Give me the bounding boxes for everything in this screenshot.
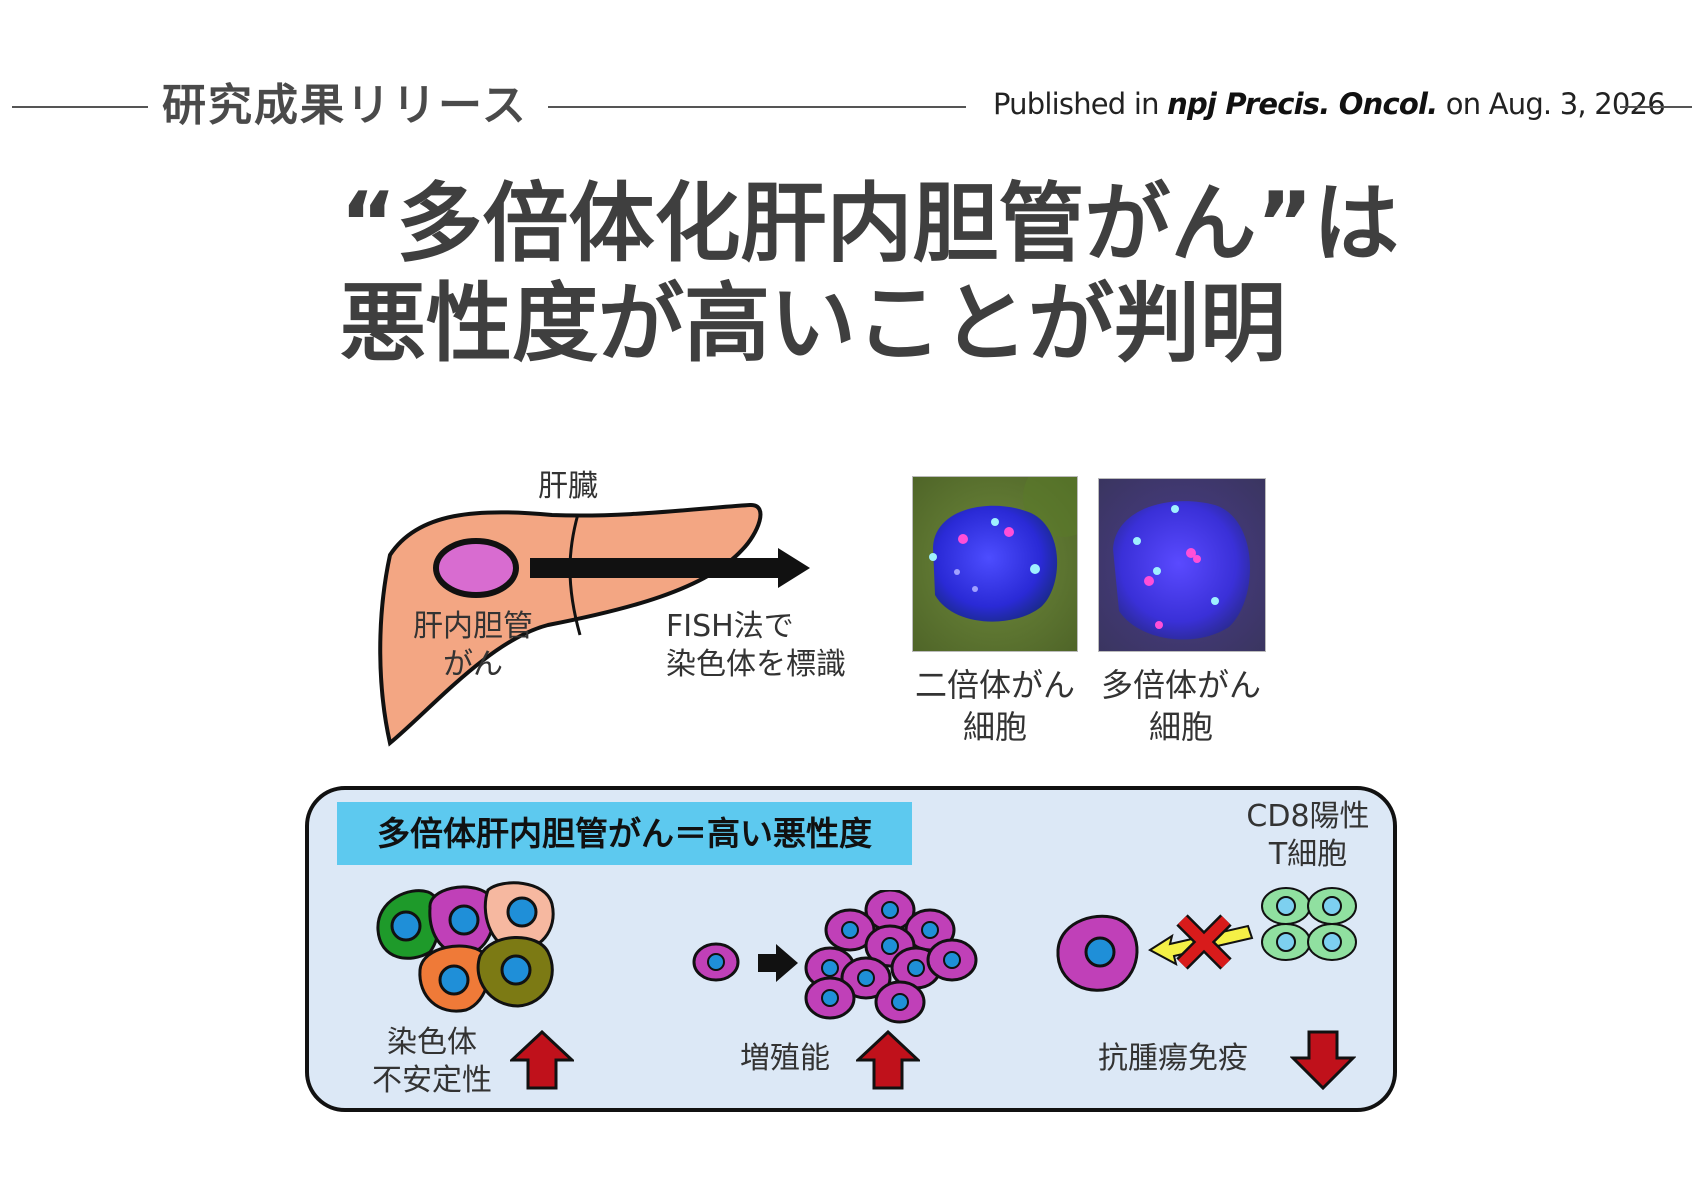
polyploid-caption-line-1: 多倍体がん [1100, 666, 1261, 704]
proliferation-arrow-head [776, 944, 798, 982]
diploid-caption-line-1: 二倍体がん [914, 666, 1075, 704]
chromosomal-instability-illustration [376, 881, 555, 1013]
fish-signal-green-d [1211, 597, 1219, 605]
fish-signal-green-c [1153, 567, 1161, 575]
tumor-label-line-2: がん [443, 647, 503, 682]
journal-name: npj Precis. Oncol. [1167, 87, 1438, 121]
polyploid-caption: 多倍体がん 細胞 [1082, 664, 1280, 748]
tcell-label-line-1: CD8陽性 [1246, 799, 1370, 834]
published-date: on Aug. 3, 2026 [1437, 87, 1666, 121]
publication-info: Published in npj Precis. Oncol. on Aug. … [993, 84, 1666, 124]
chromosomal-instability-label: 染色体 不安定性 [356, 1024, 508, 1100]
polyploid-cell-image [1098, 478, 1266, 652]
headline-line-1: “多倍体化肝内胆管がん”は [340, 174, 1400, 274]
down-arrow-icon [1290, 1030, 1356, 1090]
header-rule-left [12, 106, 148, 108]
method-label: FISH法で 染色体を標識 [666, 608, 846, 684]
published-prefix: Published in [993, 87, 1168, 121]
tcell-label-line-2: T細胞 [1268, 837, 1348, 872]
proliferation-label: 増殖能 [740, 1041, 830, 1076]
tumor-label: 肝内胆管 がん [398, 608, 548, 684]
liver-label: 肝臓 [538, 469, 598, 504]
polyploid-caption-line-2: 細胞 [1148, 708, 1213, 746]
fish-signal-green-a [1171, 505, 1179, 513]
fish-signal-red-a [1186, 548, 1196, 558]
arrow-shaft [530, 558, 780, 578]
arrow-head [778, 548, 810, 588]
block-cross-icon [1176, 914, 1232, 970]
section-label: 研究成果リリース [162, 80, 528, 131]
immunity-illustration [1056, 887, 1357, 992]
tumor-label-line-1: 肝内胆管 [413, 609, 533, 644]
tumor-shape [433, 538, 519, 598]
method-label-line-2: 染色体を標識 [666, 647, 846, 682]
fish-signal-green-3 [1030, 564, 1040, 574]
fish-signal-green-2 [929, 553, 937, 561]
fish-signal-red-c [1144, 576, 1154, 586]
summary-title: 多倍体肝内胆管がん＝高い悪性度 [337, 802, 912, 865]
fish-signal-red-1 [958, 534, 968, 544]
header-rule-right [1620, 106, 1692, 108]
tcell-label: CD8陽性 T細胞 [1228, 798, 1388, 874]
fish-signal-red-2 [1004, 527, 1014, 537]
fish-signal-green-b [1133, 537, 1141, 545]
antitumor-immunity-label: 抗腫瘍免疫 [1098, 1041, 1248, 1076]
chromosomal-instability-line-2: 不安定性 [372, 1063, 492, 1098]
fish-signal-green-1 [991, 518, 999, 526]
up-arrow-icon [856, 1030, 920, 1090]
diploid-caption-line-2: 細胞 [962, 708, 1027, 746]
proliferation-arrow-shaft [758, 954, 778, 972]
diploid-caption: 二倍体がん 細胞 [896, 664, 1094, 748]
fish-signal-red-b [1193, 555, 1201, 563]
method-label-line-1: FISH法で [666, 609, 794, 644]
chromosomal-instability-line-1: 染色体 [387, 1025, 477, 1060]
proliferation-illustration [692, 890, 978, 1024]
up-arrow-icon [510, 1030, 574, 1090]
liver-diagram [378, 502, 810, 747]
diploid-cell-image [912, 476, 1078, 652]
fish-signal-red-d [1155, 621, 1163, 629]
tcell-group [1261, 887, 1357, 961]
headline-line-2: 悪性度が高いことが判明 [340, 274, 1286, 374]
header-rule-middle [548, 106, 966, 108]
fish-signal-blue-2 [972, 586, 978, 592]
fish-signal-blue-1 [954, 569, 960, 575]
